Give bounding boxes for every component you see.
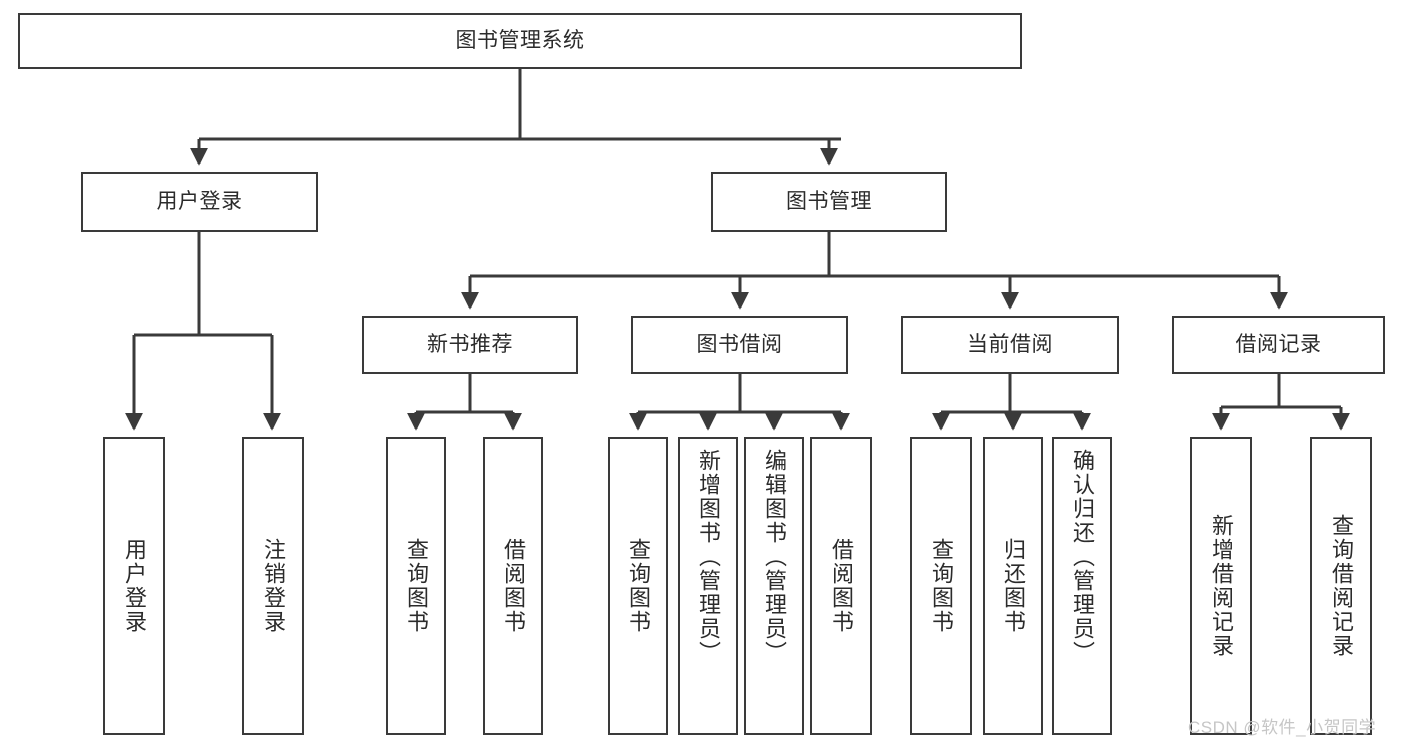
node-user-login-label: 用户登录 (156, 190, 243, 214)
leaf-borrow-book-recommend-label: 借阅图书 (501, 538, 526, 634)
leaf-user-login-label: 用户登录 (122, 538, 147, 634)
node-current-borrow-label: 当前借阅 (967, 333, 1053, 357)
node-borrow-record[interactable]: 借阅记录 (1172, 316, 1385, 374)
leaf-query-book-borrow[interactable]: 查询图书 (608, 437, 668, 735)
leaf-add-borrow-record-label: 新增借阅记录 (1209, 514, 1234, 658)
leaf-query-book-recommend[interactable]: 查询图书 (386, 437, 446, 735)
node-new-book-recommend[interactable]: 新书推荐 (362, 316, 578, 374)
node-current-borrow[interactable]: 当前借阅 (901, 316, 1119, 374)
leaf-edit-book-admin[interactable]: 编辑图书（管理员） (744, 437, 804, 735)
leaf-logout-login[interactable]: 注销登录 (242, 437, 304, 735)
node-user-login[interactable]: 用户登录 (81, 172, 318, 232)
node-root[interactable]: 图书管理系统 (18, 13, 1022, 69)
leaf-query-book-borrow-label: 查询图书 (626, 538, 651, 634)
node-book-borrow-label: 图书借阅 (696, 333, 783, 357)
leaf-return-book-label: 归还图书 (1001, 538, 1026, 634)
leaf-query-borrow-record-label: 查询借阅记录 (1329, 514, 1354, 658)
leaf-query-book-current[interactable]: 查询图书 (910, 437, 972, 735)
node-book-borrow[interactable]: 图书借阅 (631, 316, 848, 374)
leaf-query-book-recommend-label: 查询图书 (404, 538, 429, 634)
leaf-query-borrow-record[interactable]: 查询借阅记录 (1310, 437, 1372, 735)
leaf-logout-login-label: 注销登录 (261, 538, 286, 634)
leaf-confirm-return-admin[interactable]: 确认归还（管理员） (1052, 437, 1112, 735)
leaf-borrow-book-label: 借阅图书 (829, 538, 854, 634)
node-new-book-recommend-label: 新书推荐 (427, 333, 513, 357)
leaf-query-book-current-label: 查询图书 (929, 538, 954, 634)
leaf-add-book-admin-label: 新增图书（管理员） (696, 449, 721, 665)
node-borrow-record-label: 借阅记录 (1235, 333, 1322, 357)
leaf-user-login[interactable]: 用户登录 (103, 437, 165, 735)
csdn-watermark: CSDN @软件_小贺同学 (1188, 718, 1377, 737)
node-book-management-label: 图书管理 (786, 190, 872, 214)
leaf-add-borrow-record[interactable]: 新增借阅记录 (1190, 437, 1252, 735)
leaf-edit-book-admin-label: 编辑图书（管理员） (762, 449, 787, 665)
leaf-return-book[interactable]: 归还图书 (983, 437, 1043, 735)
leaf-borrow-book[interactable]: 借阅图书 (810, 437, 872, 735)
leaf-confirm-return-admin-label: 确认归还（管理员） (1070, 449, 1095, 665)
node-book-management[interactable]: 图书管理 (711, 172, 947, 232)
leaf-borrow-book-recommend[interactable]: 借阅图书 (483, 437, 543, 735)
leaf-add-book-admin[interactable]: 新增图书（管理员） (678, 437, 738, 735)
node-root-label: 图书管理系统 (455, 29, 585, 53)
